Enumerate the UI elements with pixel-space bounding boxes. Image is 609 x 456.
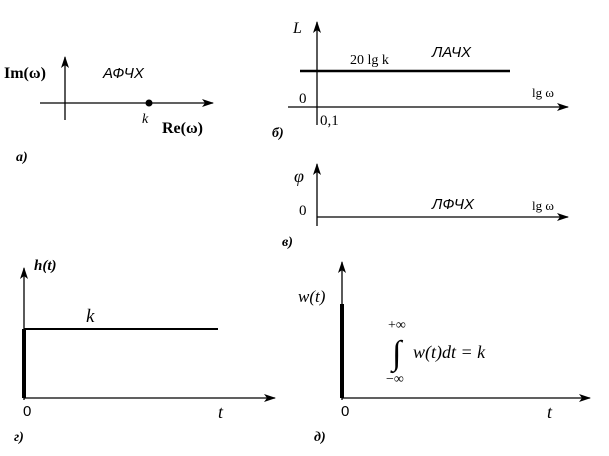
panel-g-y-label: h(t) [34,258,57,274]
panel-a-point-k [145,99,153,107]
panel-b-zero-label: 0 [299,91,307,107]
panel-d-t-label: t [547,402,553,422]
panel-v-title: ЛФЧХ [431,196,475,213]
panel-d-y-label: w(t) [298,287,326,306]
panel-a-im-label: Im(ω) [4,65,46,82]
panel-a-re-label: Re(ω) [162,120,203,137]
panel-d-origin-label: 0 [341,403,349,420]
panel-d-integrand: w(t)dt = k [413,342,486,363]
panel-v-zero-label: 0 [299,203,307,219]
panel-g-level-label: k [86,306,95,327]
panel-b-tick-label: 0,1 [320,113,339,129]
panel-b-title: ЛАЧХ [431,44,472,61]
panel-d-upper-limit: +∞ [388,318,406,333]
panel-a-afch: Im(ω) АФЧХ k Re(ω) а) [4,56,214,165]
panel-v-caption: в) [282,235,293,250]
panel-b-caption: б) [272,126,284,141]
panel-d-impulse-response: w(t) +∞ ∫ w(t)dt = k −∞ 0 t д) [298,261,591,445]
panel-g-origin-label: 0 [23,403,31,420]
panel-d-lower-limit: −∞ [386,372,404,387]
panel-b-x-label: lg ω [532,85,554,100]
panel-b-lach: L 20 lg k ЛАЧХ lg ω 0 0,1 б) [272,20,569,141]
panel-g-t-label: t [218,402,224,422]
panel-v-lfch: φ 0 ЛФЧХ lg ω в) [282,163,569,250]
panel-a-title: АФЧХ [102,65,145,82]
panel-b-level-label: 20 lg k [350,53,389,68]
panel-g-step-response: h(t) k 0 t г) [14,258,276,445]
panel-v-y-label: φ [294,166,304,186]
panel-v-x-label: lg ω [532,198,554,213]
panel-g-caption: г) [14,430,24,445]
panel-a-caption: а) [16,150,28,165]
panel-d-integral-sign: ∫ [390,335,404,374]
panel-b-y-label: L [292,20,302,37]
panel-a-point-label: k [142,112,149,127]
panel-d-caption: д) [314,430,326,445]
